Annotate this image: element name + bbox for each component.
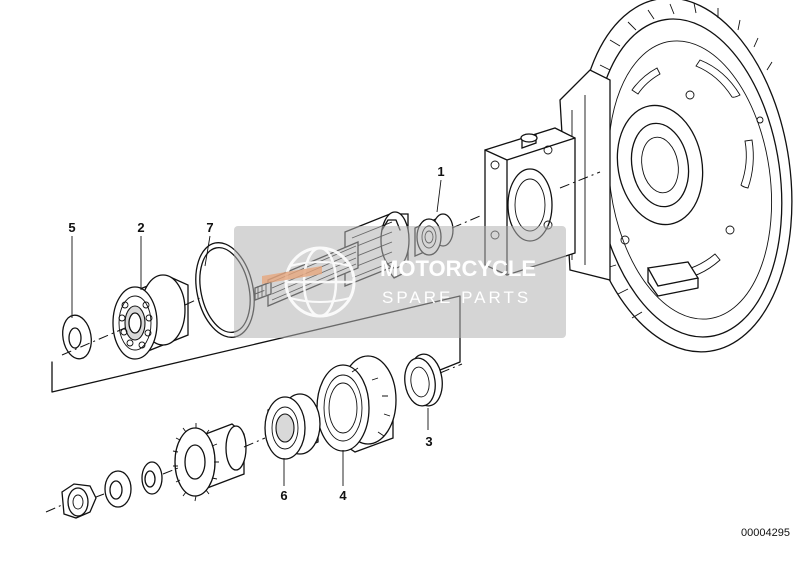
callout-4: 4 xyxy=(339,488,347,503)
seal-ring-part-3 xyxy=(404,353,443,407)
callout-7: 7 xyxy=(206,220,213,235)
callout-6: 6 xyxy=(280,488,287,503)
globe-logo xyxy=(262,246,356,318)
washer-part-5 xyxy=(62,314,92,360)
callout-5: 5 xyxy=(68,220,75,235)
callout-3: 3 xyxy=(425,434,432,449)
leader-lines xyxy=(71,179,442,486)
watermark-line1: MOTORCYCLE xyxy=(380,256,536,281)
watermark: MOTORCYCLE SPARE PARTS xyxy=(234,226,566,338)
small-washer-a xyxy=(141,461,163,495)
final-drive-housing xyxy=(559,0,793,353)
diagram-reference-number: 00004295 xyxy=(741,527,790,539)
ring-nut-part-4 xyxy=(316,355,397,453)
ball-bearing-part-2 xyxy=(112,274,189,360)
small-washer-b xyxy=(104,470,132,508)
hex-nut xyxy=(61,483,97,519)
watermark-line2: SPARE PARTS xyxy=(382,288,531,307)
callout-1: 1 xyxy=(437,164,444,179)
shaft-seal-part-6 xyxy=(264,393,321,460)
callout-2: 2 xyxy=(137,220,144,235)
drive-gear xyxy=(172,423,247,502)
